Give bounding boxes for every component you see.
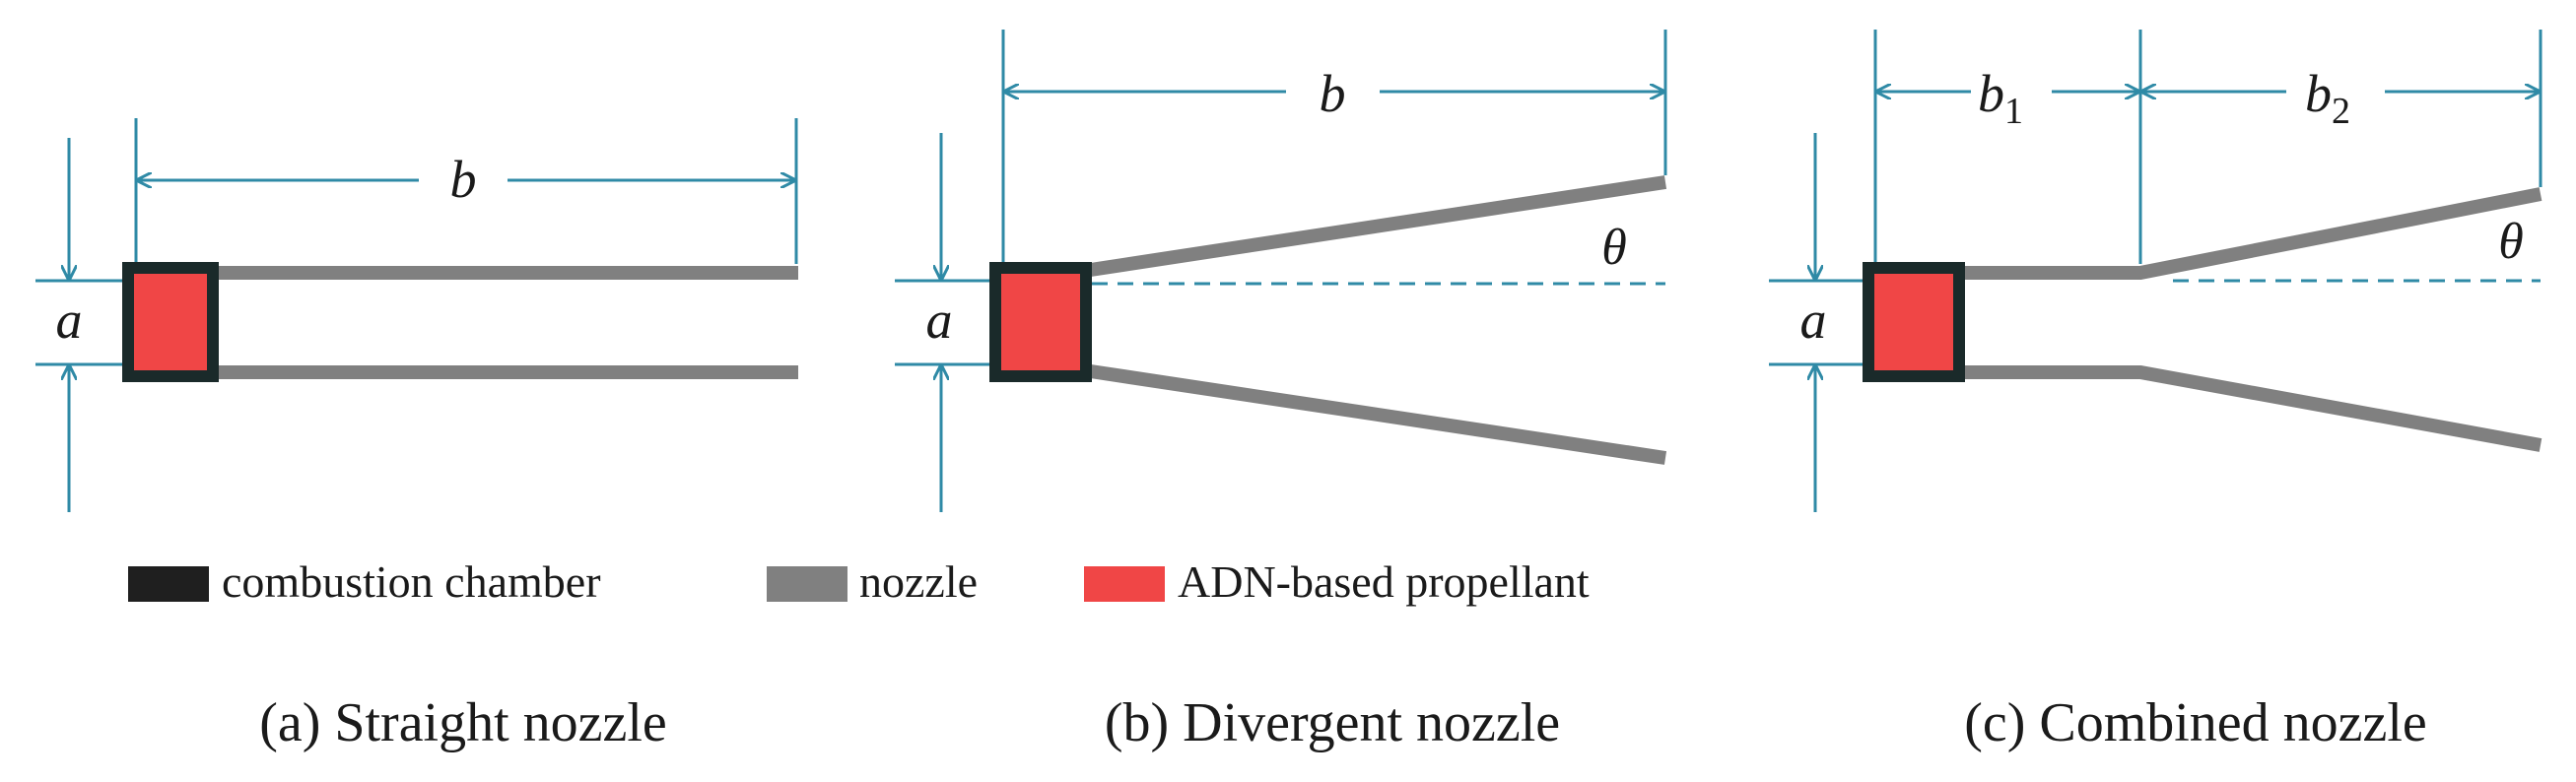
theta-label: θ	[1601, 220, 1627, 276]
legend-label-nozzle: nozzle	[859, 556, 978, 607]
panel-divergent-nozzle: b a θ	[895, 30, 1667, 512]
dimension-b1-label: b1	[1978, 64, 2023, 132]
captions: (a) Straight nozzle (b) Divergent nozzle…	[259, 692, 2427, 753]
legend-swatch-nozzle	[767, 566, 847, 602]
caption-c: (c) Combined nozzle	[1964, 692, 2427, 753]
nozzle-wall-lower	[1961, 365, 2542, 452]
nozzle-wall-lower	[1082, 363, 1667, 465]
nozzle-wall-upper	[1082, 175, 1667, 278]
nozzle-wall-upper	[1961, 187, 2542, 280]
legend-swatch-combustion-chamber	[128, 566, 209, 602]
panel-combined-nozzle: b1 b2 a θ	[1769, 30, 2542, 512]
legend-swatch-propellant	[1084, 566, 1165, 602]
dimension-b-label: b	[1320, 64, 1346, 123]
caption-b: (b) Divergent nozzle	[1105, 692, 1560, 753]
combustion-chamber	[122, 262, 219, 382]
dimension-a-label: a	[926, 291, 953, 350]
panel-straight-nozzle: b a	[35, 118, 798, 512]
dimension-a-label: a	[1800, 291, 1827, 350]
dimension-a-label: a	[56, 291, 83, 350]
dimension-b2-label: b2	[2305, 64, 2350, 132]
legend: combustion chamber nozzle ADN-based prop…	[128, 556, 1590, 607]
combustion-chamber	[989, 262, 1092, 382]
theta-label: θ	[2498, 214, 2524, 270]
legend-label-combustion-chamber: combustion chamber	[222, 556, 601, 607]
dimension-b-label: b	[450, 150, 477, 209]
caption-a: (a) Straight nozzle	[259, 692, 667, 753]
legend-label-propellant: ADN-based propellant	[1178, 556, 1590, 607]
combustion-chamber	[1863, 262, 1965, 382]
